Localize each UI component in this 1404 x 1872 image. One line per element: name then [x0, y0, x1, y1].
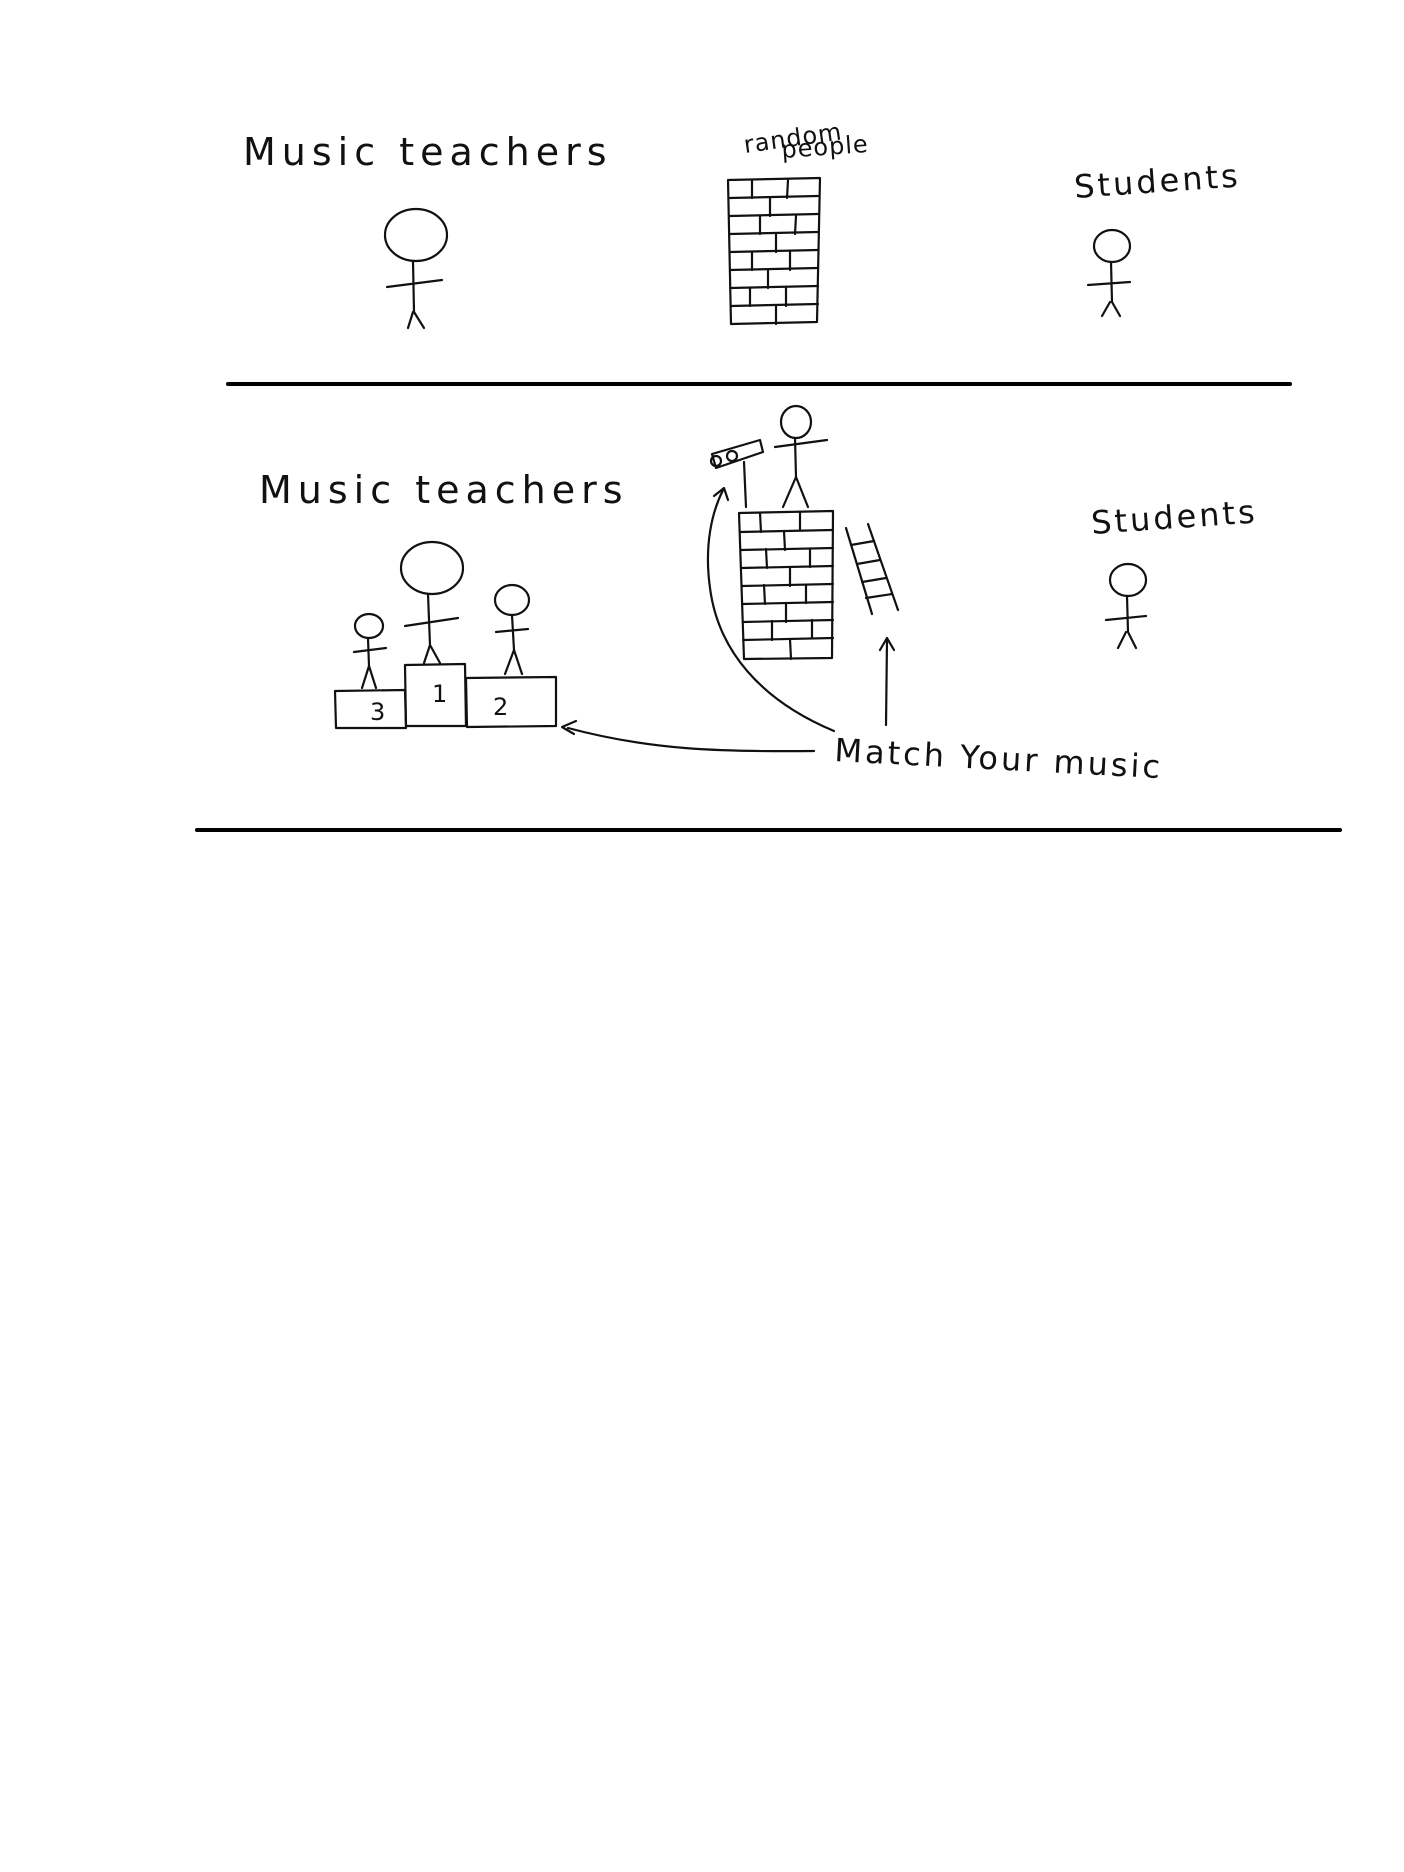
podium-first-number: 1	[432, 680, 447, 708]
panel-after: Music teachers 3 1 2	[259, 404, 1259, 786]
students-label: Students	[1090, 492, 1259, 542]
podium-second-number: 2	[493, 693, 508, 721]
brick-wall	[726, 176, 822, 326]
brick-wall	[737, 509, 835, 661]
arrow-to-ladder	[878, 636, 896, 727]
arrow-to-telescope	[706, 486, 836, 733]
students-label: Students	[1073, 156, 1242, 206]
panel-before: Music teachers random people Students	[243, 117, 1242, 330]
teacher-third-figure	[352, 612, 388, 690]
student-figure	[1104, 562, 1148, 650]
student-figure	[1086, 228, 1132, 318]
lookout-figure	[773, 404, 829, 509]
teacher-second-figure	[493, 583, 531, 676]
teachers-label: Music teachers	[243, 130, 613, 174]
ladder	[844, 522, 900, 616]
service-label: Match Your music	[834, 731, 1164, 786]
teacher-first-figure	[399, 540, 465, 665]
teachers-label: Music teachers	[259, 468, 629, 512]
wall-label-people: people	[780, 130, 869, 164]
arrow-to-podium	[560, 719, 816, 753]
podium: 3 1 2	[333, 662, 558, 730]
teacher-figure	[383, 207, 449, 330]
podium-third-number: 3	[370, 698, 385, 726]
telescope-icon	[709, 438, 765, 509]
